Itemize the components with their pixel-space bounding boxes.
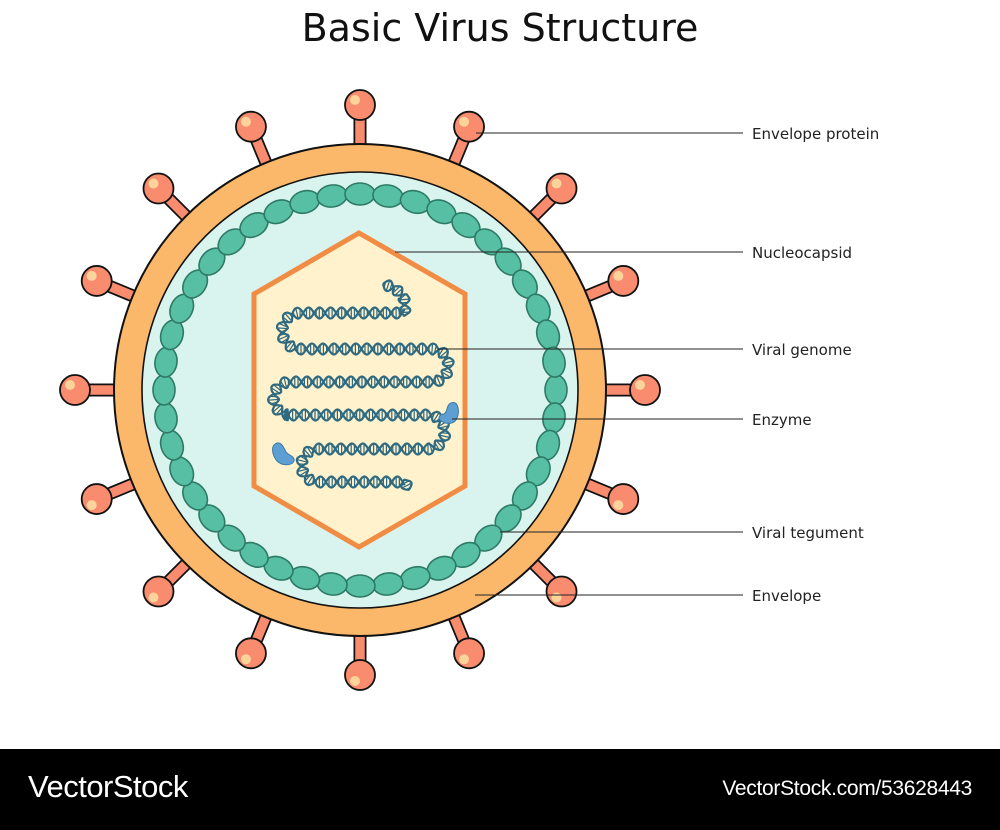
- spike-knob: [344, 89, 376, 121]
- spike-knob: [235, 637, 267, 670]
- spike-knob: [235, 110, 267, 143]
- spike-knob: [80, 265, 113, 297]
- spike-highlight: [65, 380, 75, 390]
- virus-diagram: Envelope protein Nucleocapsid Viral geno…: [59, 89, 879, 691]
- enzymes: [272, 402, 459, 466]
- spike-highlight: [459, 654, 470, 665]
- leader-lines: [395, 132, 743, 596]
- spike-highlight: [148, 592, 159, 603]
- spike-knob: [545, 172, 578, 205]
- spike-knob: [142, 575, 175, 608]
- spike-highlight: [350, 676, 360, 686]
- capsomere: [542, 346, 566, 378]
- nucleocapsid: [251, 230, 468, 550]
- spike-knob: [453, 110, 485, 143]
- image-reference: VectorStock.com/53628443: [722, 777, 972, 800]
- spike-highlight: [551, 592, 562, 603]
- spike-highlight: [613, 270, 624, 281]
- enzyme-right: [438, 402, 459, 424]
- label-viral-genome: Viral genome: [752, 341, 852, 359]
- label-enzyme: Enzyme: [752, 411, 812, 429]
- spike-knob: [80, 483, 113, 515]
- capsomere: [152, 374, 176, 406]
- spike-highlight: [240, 654, 251, 665]
- spike-knob: [59, 374, 91, 406]
- capsomere-ring: [152, 182, 568, 598]
- spike-highlight: [240, 116, 251, 127]
- label-viral-tegument: Viral tegument: [752, 524, 864, 542]
- spike-highlight: [551, 178, 562, 189]
- labels: Envelope protein Nucleocapsid Viral geno…: [752, 125, 879, 605]
- spike-knob: [142, 172, 175, 205]
- capsomere: [344, 574, 376, 598]
- viral-genome: [267, 279, 455, 491]
- footer-bar: VectorStock VectorStock.com/53628443: [0, 749, 1000, 830]
- capsomere: [344, 182, 376, 206]
- brand-logo[interactable]: VectorStock: [28, 769, 188, 804]
- spike-highlight: [86, 500, 97, 511]
- spike-highlight: [635, 380, 645, 390]
- spike-knob: [629, 374, 661, 406]
- spike-highlight: [613, 500, 624, 511]
- diagram-title: Basic Virus Structure: [301, 6, 699, 50]
- spike-knob: [453, 637, 485, 670]
- spike-highlight: [86, 270, 97, 281]
- enzyme-left: [272, 442, 295, 466]
- label-envelope-protein: Envelope protein: [752, 125, 879, 143]
- spike-highlight: [148, 178, 159, 189]
- genome-strand-b: [270, 279, 455, 491]
- label-nucleocapsid: Nucleocapsid: [752, 244, 852, 262]
- spike-knob: [607, 483, 640, 515]
- label-envelope: Envelope: [752, 587, 821, 605]
- spike-knob: [607, 265, 640, 297]
- spike-highlight: [459, 116, 470, 127]
- spike-knob: [545, 575, 578, 608]
- spike-highlight: [350, 95, 360, 105]
- capsomere: [544, 374, 568, 406]
- spike-knob: [344, 659, 376, 691]
